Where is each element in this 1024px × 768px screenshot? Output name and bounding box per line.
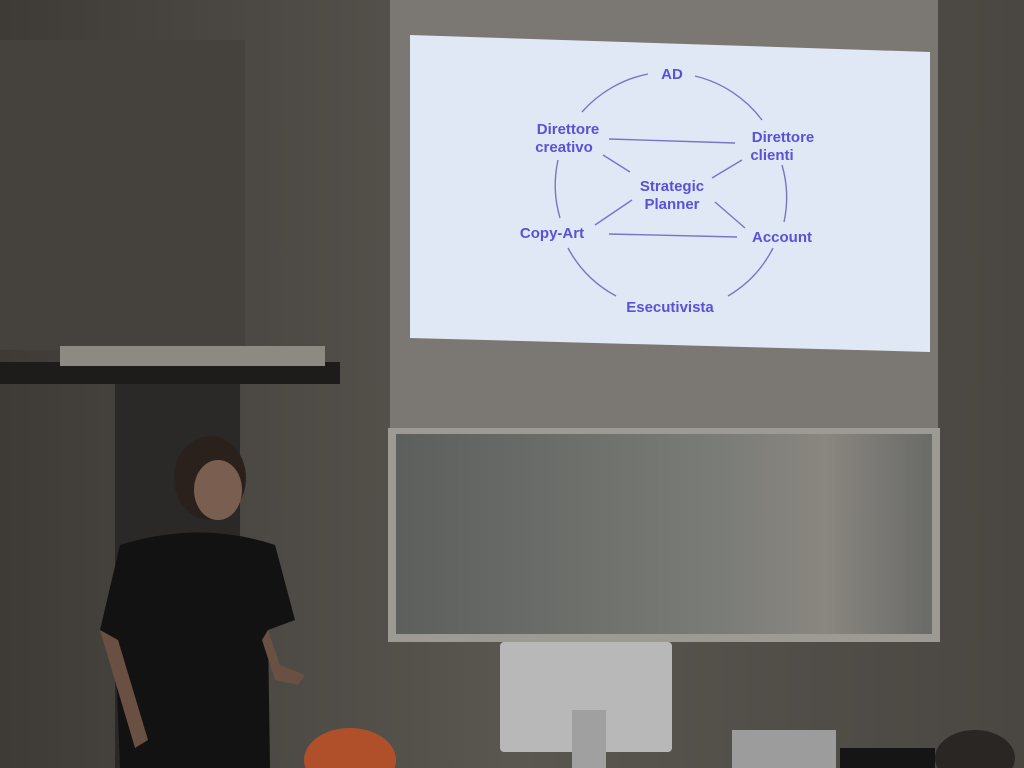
node-strategic-planner: Strategic: [640, 178, 704, 195]
node-direttore-creativo: creativo: [535, 139, 593, 156]
node-direttore-clienti: clienti: [750, 147, 793, 164]
rolled-paper: [60, 346, 325, 366]
node-copy-art: Copy-Art: [520, 225, 584, 242]
audience-head: [304, 728, 396, 768]
slide: [410, 35, 930, 352]
arc: [727, 247, 774, 297]
node-strategic-planner: Planner: [644, 196, 699, 213]
apple-logo-icon: : [579, 660, 596, 685]
presenter: [100, 436, 305, 768]
bag: [840, 748, 935, 768]
node-direttore-creativo: Direttore: [537, 121, 600, 138]
shelf: [0, 362, 340, 384]
whiteboard: [396, 434, 932, 634]
node-ad: AD: [661, 66, 683, 83]
arc: [554, 159, 561, 219]
node-account: Account: [752, 229, 812, 246]
arc: [567, 247, 617, 297]
node-esecutivista: Esecutivista: [626, 299, 714, 316]
arc: [694, 75, 763, 121]
imac-monitor: : [500, 642, 672, 768]
arc: [581, 73, 649, 113]
diagram-lines: [554, 73, 788, 297]
audience-head: [935, 730, 1015, 768]
arc: [781, 164, 788, 223]
node-direttore-clienti: Direttore: [752, 129, 815, 146]
wall-panel: [0, 40, 245, 350]
laptop: [732, 730, 836, 768]
